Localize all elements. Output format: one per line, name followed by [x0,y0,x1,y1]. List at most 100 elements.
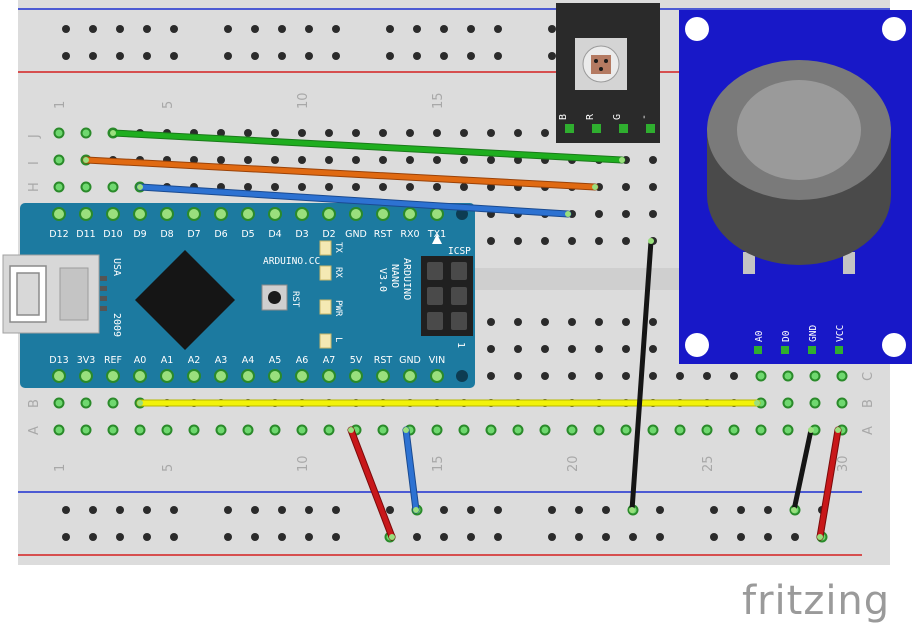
sensor-pin-vcc[interactable] [835,346,843,354]
rgb-led-module: B R G - [556,3,660,143]
column-number: 1 [53,101,68,109]
usb-pad [100,276,107,281]
wire-blue-short[interactable] [403,427,419,513]
breadboard-hole [541,237,549,245]
breadboard-hole [352,183,360,191]
breadboard-hole [649,345,657,353]
breadboard-hole [485,424,497,436]
breadboard-hole [440,533,448,541]
breadboard-hole [305,25,313,33]
pin-d2[interactable] [322,207,336,221]
pin-3v3[interactable] [79,369,93,383]
pin-label: D13 [49,355,68,366]
reset-button-cap[interactable] [268,291,281,304]
pin-d3[interactable] [295,207,309,221]
breadboard-hole [782,397,794,409]
pin-d7[interactable] [187,207,201,221]
wire-red-short[interactable] [817,427,841,540]
pin-a3[interactable] [214,369,228,383]
pin-tx1[interactable] [430,207,444,221]
wire-green[interactable] [110,130,625,163]
pin-a7[interactable] [322,369,336,383]
pin-a0[interactable] [133,369,147,383]
rgb-pin-r[interactable] [592,124,601,133]
pin-rx0[interactable] [403,207,417,221]
breadboard-hole [170,533,178,541]
pin-d11[interactable] [79,207,93,221]
pin-rst-2[interactable] [376,369,390,383]
breadboard-hole [494,506,502,514]
pin-a1[interactable] [160,369,174,383]
led-pwr [319,299,332,315]
breadboard-hole [737,533,745,541]
breadboard-hole [764,506,772,514]
sensor-pin-a0[interactable] [754,346,762,354]
rgb-pin-gnd[interactable] [646,124,655,133]
breadboard-hole [278,506,286,514]
pin-d12[interactable] [52,207,66,221]
breadboard-hole [730,372,738,380]
wire-endpoint [791,507,797,513]
wire-orange[interactable] [83,157,598,190]
pin-d5[interactable] [241,207,255,221]
pin-a5[interactable] [268,369,282,383]
rgb-led-die [591,55,611,74]
sensor-pin-gnd[interactable] [808,346,816,354]
pin-gnd[interactable] [349,207,363,221]
breadboard-hole [170,25,178,33]
nano-top-pins [52,207,444,221]
rgb-pin-g[interactable] [619,124,628,133]
breadboard-hole [460,183,468,191]
breadboard-hole [494,533,502,541]
breadboard-hole [377,424,389,436]
wire-red[interactable] [348,427,395,540]
sensor-pin-d0[interactable] [781,346,789,354]
breadboard-hole [548,52,556,60]
arduino-nano: D12 D11 D10 D9 D8 D7 D6 D5 D4 D3 D2 GND … [2,203,475,388]
nano-board [20,203,475,388]
pin-rst[interactable] [376,207,390,221]
pin-d6[interactable] [214,207,228,221]
breadboard-hole [512,424,524,436]
breadboard-hole [62,506,70,514]
breadboard-hole [325,183,333,191]
breadboard-hole [836,370,848,382]
pin-label: RST [374,355,393,366]
wire-endpoint [565,211,571,217]
breadboard-hole [433,129,441,137]
breadboard-hole [782,424,794,436]
pin-label: A3 [215,355,228,366]
rgb-pin-label: R [585,113,596,120]
pin-d13[interactable] [52,369,66,383]
pin-a2[interactable] [187,369,201,383]
mounting-hole [882,333,906,357]
breadboard-hole [575,533,583,541]
model-line: V3.0 [377,268,388,292]
pin-gnd-2[interactable] [403,369,417,383]
pin-5v[interactable] [349,369,363,383]
breadboard-hole [352,129,360,137]
pin-d10[interactable] [106,207,120,221]
breadboard-hole [224,52,232,60]
pin-d9[interactable] [133,207,147,221]
column-numbers-bottom: 1 5 10 15 20 25 30 [53,455,851,472]
pin-d8[interactable] [160,207,174,221]
breadboard-hole [467,25,475,33]
rgb-pin-pads [565,124,655,133]
column-numbers-top: 1 5 10 15 [53,92,446,109]
wire-black[interactable] [629,238,654,513]
wire-black-short[interactable] [791,427,814,513]
column-number: 15 [431,92,446,109]
pin-a6[interactable] [295,369,309,383]
pin-ref[interactable] [106,369,120,383]
breadboard-hole [649,372,657,380]
pin-a4[interactable] [241,369,255,383]
pin-vin[interactable] [430,369,444,383]
row-letter: A [27,426,42,435]
wire-blue[interactable] [137,184,571,217]
pin-d4[interactable] [268,207,282,221]
row-letters-right: C B A [861,372,876,435]
sensor-pin-labels: A0 D0 GND VCC [754,325,846,342]
row-letter: C [861,372,876,381]
rgb-pin-b[interactable] [565,124,574,133]
